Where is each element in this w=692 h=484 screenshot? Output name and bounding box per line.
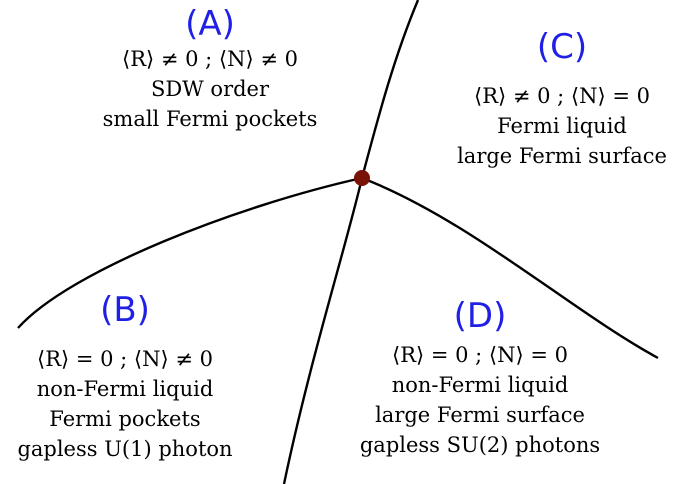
region-b-label: (B)	[100, 290, 150, 330]
region-c-line-2: large Fermi surface	[457, 144, 667, 168]
region-a-line-2: small Fermi pockets	[102, 107, 318, 131]
boundary-right	[361, 176, 659, 360]
region-d-line-1: non-Fermi liquid	[391, 373, 569, 397]
critical-point	[354, 170, 370, 186]
region-b-line-3: gapless U(1) photon	[17, 437, 233, 461]
region-b: (B) ⟨R⟩ = 0 ; ⟨N⟩ ≠ 0 non-Fermi liquid F…	[0, 290, 250, 464]
region-b-condition: ⟨R⟩ = 0 ; ⟨N⟩ ≠ 0	[37, 347, 213, 371]
region-b-line-2: Fermi pockets	[49, 407, 201, 431]
region-d-condition: ⟨R⟩ = 0 ; ⟨N⟩ = 0	[392, 343, 568, 367]
region-c-line-1: Fermi liquid	[497, 114, 627, 138]
region-a-label: (A)	[185, 4, 235, 44]
boundary-left	[17, 176, 363, 329]
boundary-lower	[282, 177, 364, 484]
region-d-line-2: large Fermi surface	[375, 403, 585, 427]
region-a: (A) ⟨R⟩ ≠ 0 ; ⟨N⟩ ≠ 0 SDW order small Fe…	[60, 4, 360, 134]
region-c: (C) ⟨R⟩ ≠ 0 ; ⟨N⟩ = 0 Fermi liquid large…	[432, 27, 692, 171]
region-a-line-1: SDW order	[150, 77, 270, 101]
region-d-label: (D)	[453, 296, 507, 336]
region-a-condition: ⟨R⟩ ≠ 0 ; ⟨N⟩ ≠ 0	[122, 47, 298, 71]
region-d-line-3: gapless SU(2) photons	[359, 433, 601, 457]
region-b-line-1: non-Fermi liquid	[36, 377, 214, 401]
boundary-upper	[360, 0, 420, 179]
region-c-label: (C)	[536, 27, 588, 67]
region-c-condition: ⟨R⟩ ≠ 0 ; ⟨N⟩ = 0	[474, 84, 650, 108]
region-d: (D) ⟨R⟩ = 0 ; ⟨N⟩ = 0 non-Fermi liquid l…	[335, 296, 625, 460]
